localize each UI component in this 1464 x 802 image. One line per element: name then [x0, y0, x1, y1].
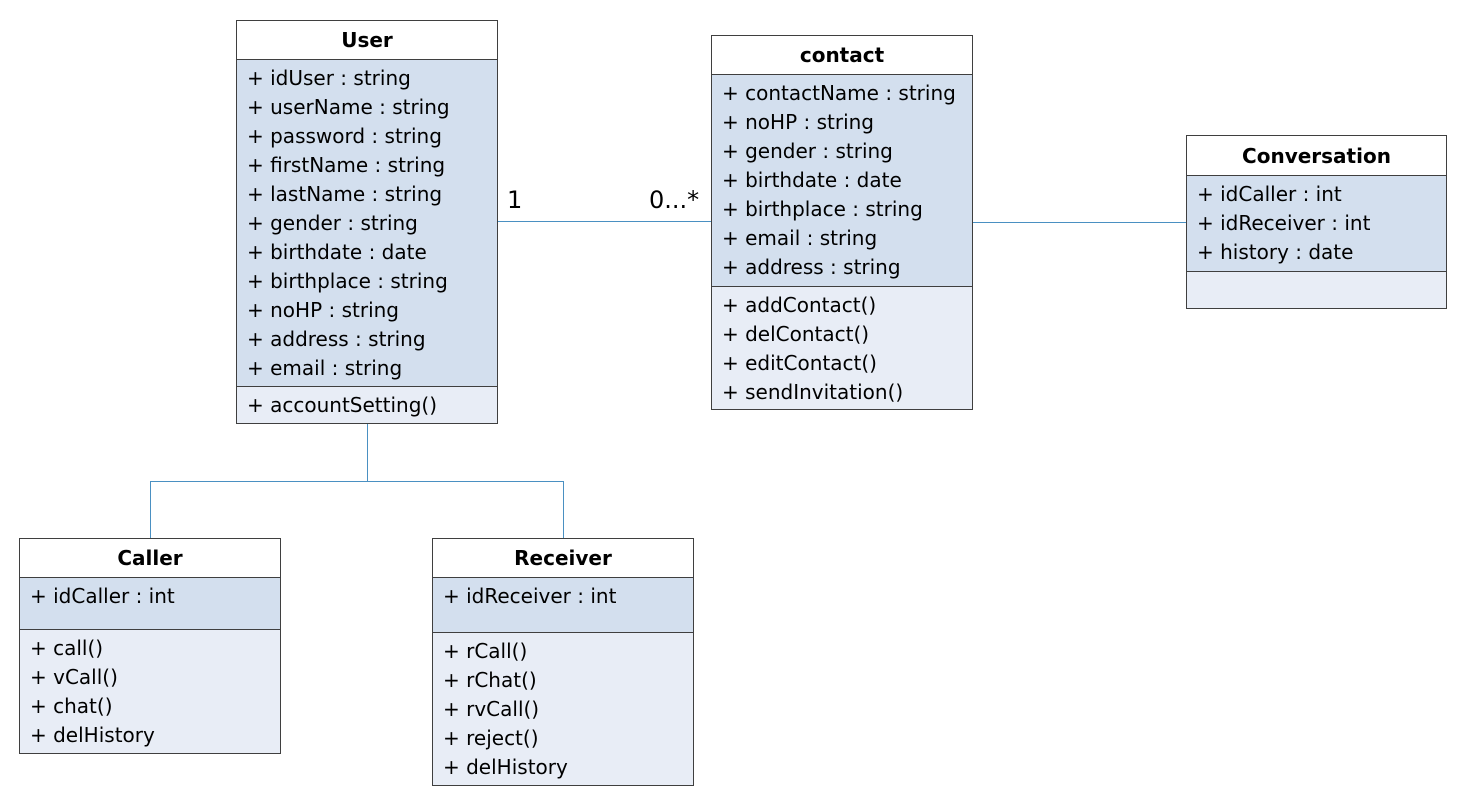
attribute: + idCaller : int	[1197, 182, 1342, 206]
attribute: + email : string	[722, 226, 878, 250]
attribute: + contactName : string	[722, 81, 956, 105]
multiplicity-user-end: 1	[507, 186, 523, 214]
method: + rvCall()	[443, 697, 540, 721]
attribute: + gender : string	[247, 211, 418, 235]
method: + reject()	[443, 726, 539, 750]
attributes-compartment: + idCaller : int + idReceiver : int + hist…	[1187, 176, 1446, 272]
attribute: + password : string	[247, 124, 442, 148]
multiplicity-contact-end: 0...*	[649, 186, 700, 214]
method: + rChat()	[443, 668, 537, 692]
method: + accountSetting()	[247, 393, 438, 417]
attribute: + address : string	[247, 327, 426, 351]
method: + delHistory	[443, 755, 568, 779]
class-receiver[interactable]: Receiver + idReceiver : int + rCall()+ r…	[432, 538, 694, 786]
association-contact-conversation	[973, 222, 1186, 223]
class-name: Receiver	[433, 539, 693, 578]
attribute: + lastName : string	[247, 182, 443, 206]
attribute: + birthdate : date	[247, 240, 427, 264]
methods-compartment: + accountSetting()	[237, 387, 497, 423]
inheritance-trunk	[367, 424, 368, 482]
inheritance-bar	[150, 481, 564, 482]
attributes-compartment: + idCaller : int	[20, 578, 280, 630]
attribute: + gender : string	[722, 139, 893, 163]
methods-compartment: + rCall() + rChat() + rvCall() + reject() + …	[433, 633, 693, 785]
method: + rCall()	[443, 639, 528, 663]
attribute: + address : string	[722, 255, 901, 279]
method: + chat()	[30, 694, 113, 718]
method: + call()	[30, 636, 104, 660]
method: + sendInvitation()	[722, 380, 904, 404]
attribute: + history : date	[1197, 240, 1354, 264]
association-user-contact	[498, 221, 711, 222]
class-contact[interactable]: contact + contactName : string + noHP : s…	[711, 35, 973, 410]
class-name: contact	[712, 36, 972, 75]
method: + delHistory	[30, 723, 155, 747]
methods-compartment: + call() + vCall() + chat() + delHistory	[20, 630, 280, 753]
class-user[interactable]: User + idUser : string + userName : strin…	[236, 20, 498, 424]
attribute: + email : string	[247, 356, 403, 380]
attribute: + idUser : string	[247, 66, 411, 90]
inheritance-branch-receiver	[563, 481, 564, 538]
attribute: + birthplace : string	[247, 269, 448, 293]
attributes-compartment: + contactName : string + noHP : string + g…	[712, 75, 972, 287]
method: + delContact()	[722, 322, 870, 346]
class-caller[interactable]: Caller + idCaller : int + call() + vCall(…	[19, 538, 281, 754]
methods-compartment: + addContact() + delContact() + editContac…	[712, 287, 972, 409]
attribute: + idReceiver : int	[1197, 211, 1371, 235]
class-conversation[interactable]: Conversation + idCaller : int + idReceive…	[1186, 135, 1447, 309]
attributes-compartment: + idReceiver : int	[433, 578, 693, 633]
class-name: Caller	[20, 539, 280, 578]
method: + addContact()	[722, 293, 877, 317]
inheritance-branch-caller	[150, 481, 151, 538]
attribute: + idReceiver : int	[443, 584, 617, 608]
attribute: + birthdate : date	[722, 168, 902, 192]
attribute: + noHP : string	[722, 110, 874, 134]
attributes-compartment: + idUser : string + userName : string + pa…	[237, 60, 497, 387]
class-name: User	[237, 21, 497, 60]
class-name: Conversation	[1187, 136, 1446, 176]
attribute: + idCaller : int	[30, 584, 175, 608]
attribute: + userName : string	[247, 95, 450, 119]
attribute: + noHP : string	[247, 298, 399, 322]
method: + editContact()	[722, 351, 877, 375]
attribute: + firstName : string	[247, 153, 446, 177]
methods-compartment	[1187, 272, 1446, 308]
method: + vCall()	[30, 665, 118, 689]
attribute: + birthplace : string	[722, 197, 923, 221]
